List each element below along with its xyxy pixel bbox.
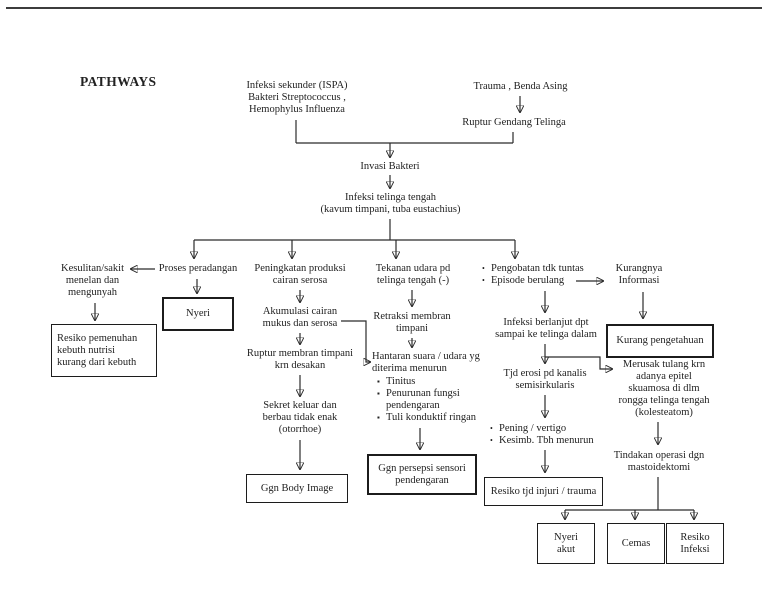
node-peningkatan-produksi: Peningkatan produksi cairan serosa [254, 263, 346, 286]
page-top-rule [6, 7, 762, 9]
list-item: •Pening / vertigo [490, 423, 567, 434]
node-trauma-benda-asing: Trauma , Benda Asing [473, 81, 568, 92]
box-resiko-infeksi: Resiko Infeksi [666, 523, 724, 564]
list-item: •Episode berulang [482, 275, 565, 286]
list-item: ▪Tuli konduktif ringan [377, 412, 477, 423]
node-ruptur-gendang-telinga: Ruptur Gendang Telinga [462, 117, 566, 128]
node-ruptur-membran: Ruptur membran timpani krn desakan [246, 348, 354, 371]
node-invasi-bakteri: Invasi Bakteri [360, 161, 420, 172]
node-proses-peradangan: Proses peradangan [158, 263, 238, 274]
list-pening-vertigo: •Pening / vertigo •Kesimb. Tbh menurun [489, 423, 601, 447]
page-title: PATHWAYS [80, 74, 157, 89]
box-nyeri: Nyeri [162, 297, 234, 331]
square-bullet-icon: ▪ [377, 413, 380, 422]
list-pengobatan: •Pengobatan tdk tuntas •Episode berulang [481, 263, 589, 287]
node-hantaran-suara: Hantaran suara / udara yg diterima menur… [372, 351, 480, 374]
node-kurangnya-informasi: Kurangnya Informasi [615, 263, 663, 286]
node-retraksi-membran: Retraksi membran timpani [373, 311, 451, 334]
box-nyeri-akut: Nyeri akut [537, 523, 595, 564]
box-kurang-pengetahuan: Kurang pengetahuan [606, 324, 714, 358]
node-infeksi-telinga-tengah: Infeksi telinga tengah (kavum timpani, t… [320, 192, 461, 215]
node-merusak-tulang: Merusak tulang krn adanya epitel skuamos… [618, 359, 710, 418]
list-item: •Kesimb. Tbh menurun [490, 435, 594, 446]
node-tindakan-operasi: Tindakan operasi dgn mastoidektomi [613, 450, 705, 473]
round-bullet-icon: • [490, 424, 493, 433]
round-bullet-icon: • [482, 264, 485, 273]
box-resiko-pemenuhan-nutrisi: Resiko pemenuhan kebuth nutrisi kurang d… [51, 324, 157, 377]
box-resiko-injuri: Resiko tjd injuri / trauma [484, 477, 603, 506]
box-cemas: Cemas [607, 523, 665, 564]
box-ggn-body-image: Ggn Body Image [246, 474, 348, 503]
node-kesulitan-sakit: Kesulitan/sakit menelan dan mengunyah [61, 263, 124, 298]
node-akumulasi-cairan: Akumulasi cairan mukus dan serosa [262, 306, 338, 329]
list-item: •Pengobatan tdk tuntas [482, 263, 584, 274]
list-hantaran-effects: ▪Tinitus ▪Penurunan fungsi pendengaran ▪… [372, 376, 494, 424]
node-tjd-erosi: Tjd erosi pd kanalis semisirkularis [503, 368, 587, 391]
node-infeksi-sekunder: Infeksi sekunder (ISPA) Bakteri Streptoc… [246, 80, 348, 115]
list-item: ▪Tinitus [377, 376, 416, 387]
square-bullet-icon: ▪ [377, 377, 380, 386]
edge-akumulasi-to-hantaran [341, 320, 370, 362]
square-bullet-icon: ▪ [377, 389, 380, 398]
node-tekanan-udara: Tekanan udara pd telinga tengah (-) [375, 263, 451, 286]
round-bullet-icon: • [482, 276, 485, 285]
node-sekret-keluar: Sekret keluar dan berbau tidak enak (oto… [262, 400, 338, 435]
edge-berlanjut-to-merusak [545, 356, 612, 369]
round-bullet-icon: • [490, 436, 493, 445]
box-ggn-persepsi-sensori: Ggn persepsi sensori pendengaran [367, 454, 477, 495]
node-infeksi-berlanjut: Infeksi berlanjut dpt sampai ke telinga … [495, 317, 597, 340]
list-item: ▪Penurunan fungsi pendengaran [377, 388, 460, 411]
